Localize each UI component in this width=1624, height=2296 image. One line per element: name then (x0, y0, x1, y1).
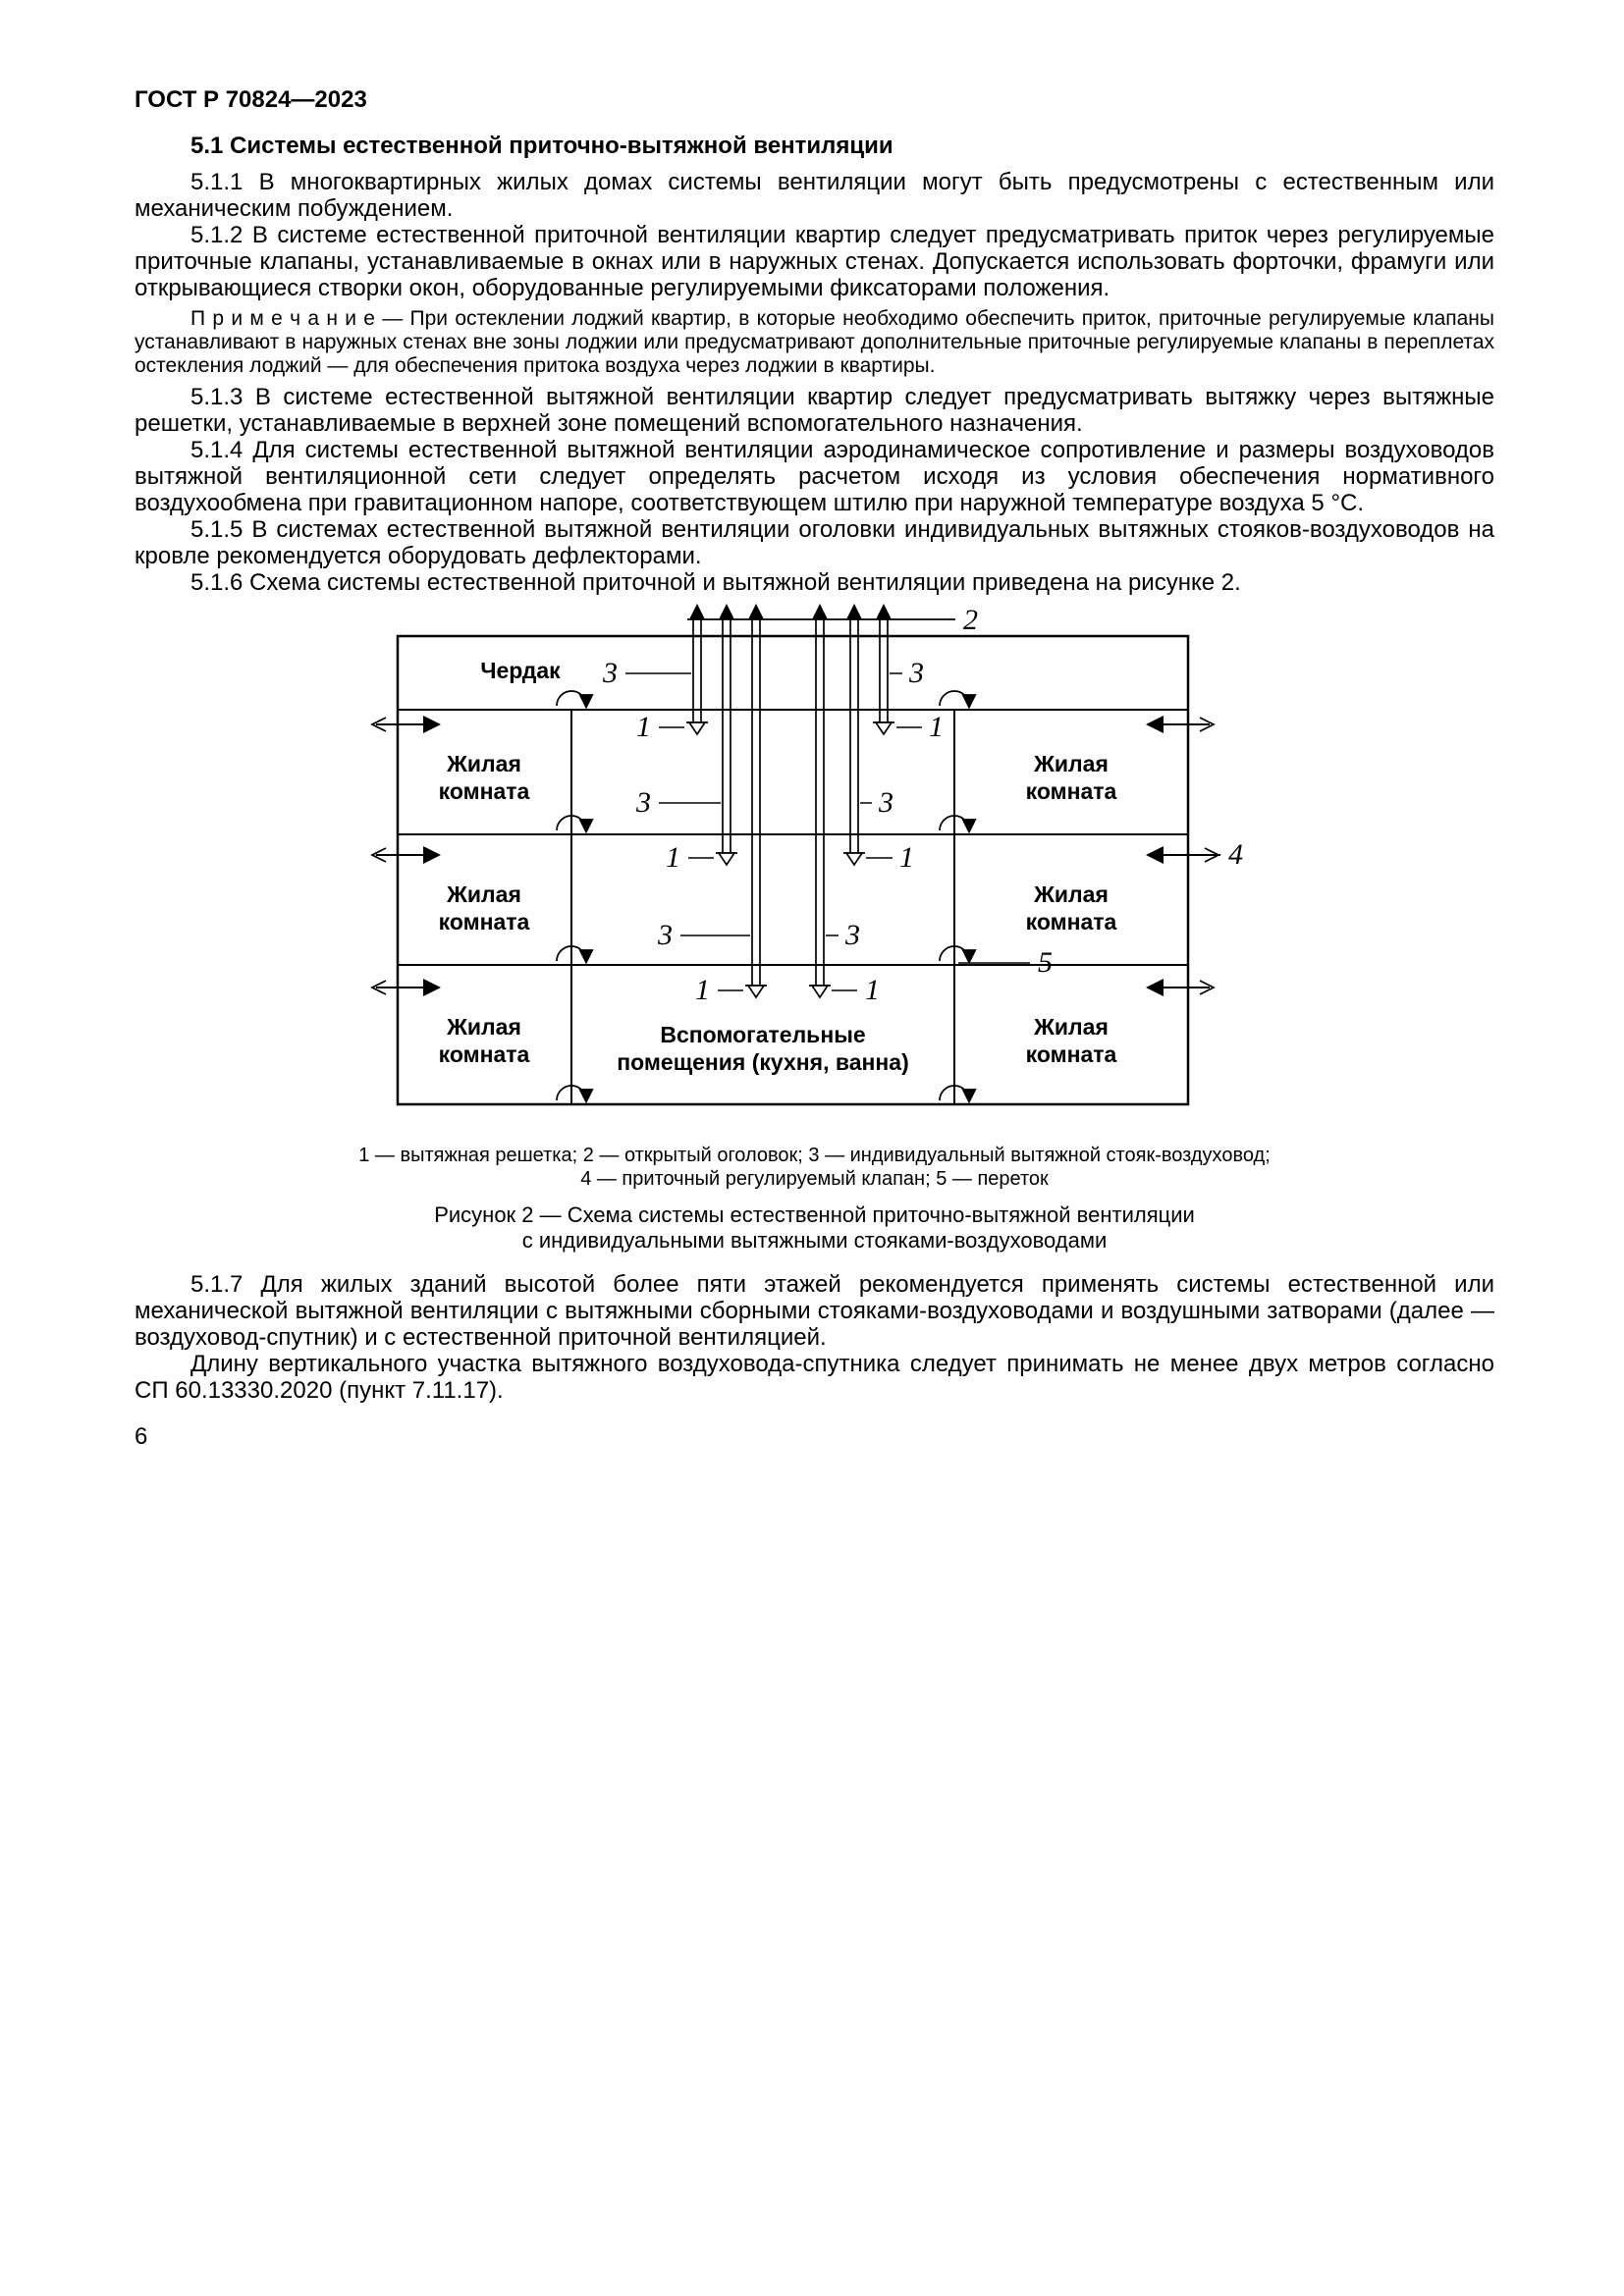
callout-3: 3 (635, 786, 651, 819)
callout-1: 1 (899, 841, 914, 874)
paragraph-5-1-4: 5.1.4 Для системы естественной вытяжной … (135, 437, 1494, 516)
paragraph-5-1-6: 5.1.6 Схема системы естественной приточн… (190, 569, 1241, 596)
callout-leader-lines (624, 672, 1030, 991)
room-label-aux: Вспомогательные (660, 1022, 865, 1047)
callout-1: 1 (695, 974, 710, 1006)
room-label-living: комната (1025, 778, 1116, 804)
section-title: 5.1 Системы естественной приточно-вытяжн… (190, 133, 893, 159)
exhaust-grille-icons (685, 721, 894, 999)
exhaust-duct-stacks (691, 619, 889, 986)
room-label-attic: Чердак (480, 658, 561, 683)
supply-valve-arrows (369, 716, 1220, 996)
building-outline (396, 634, 1189, 1106)
room-label-living: комната (1025, 909, 1116, 934)
figure-legend: 1 — вытяжная решетка; 2 — открытый оголо… (135, 1144, 1494, 1191)
document-code-header: ГОСТ Р 70824—2023 (135, 86, 367, 113)
callout-1: 1 (929, 711, 944, 743)
callout-3: 3 (602, 657, 618, 689)
figure-caption: Рисунок 2 — Схема системы естественной п… (135, 1202, 1494, 1254)
room-label-living: комната (1025, 1041, 1116, 1067)
callout-1: 1 (666, 841, 680, 874)
room-label-aux: помещения (кухня, ванна) (617, 1049, 908, 1075)
figure-caption-line1: Рисунок 2 — Схема системы естественной п… (434, 1202, 1195, 1227)
callout-3: 3 (878, 786, 893, 819)
paragraph-duct-length: Длину вертикального участка вытяжного во… (135, 1351, 1494, 1404)
callout-3: 3 (908, 657, 924, 689)
room-label-living: Жилая (1033, 881, 1109, 907)
callout-2: 2 (963, 604, 978, 636)
page-content: ГОСТ Р 70824—2023 5.1 Системы естественн… (135, 86, 1494, 1451)
callout-1: 1 (865, 974, 880, 1006)
room-label-living: Жилая (446, 881, 521, 907)
callout-5: 5 (1038, 946, 1053, 979)
figure-2: 2 3 3 1 1 3 3 1 1 4 3 3 5 1 1 Чердак Жил… (135, 602, 1494, 1254)
room-label-living: Жилая (1033, 751, 1109, 776)
room-label-living: комната (438, 1041, 529, 1067)
room-label-living: Жилая (1033, 1014, 1109, 1040)
callout-3: 3 (844, 919, 860, 951)
ventilation-scheme-diagram: 2 3 3 1 1 3 3 1 1 4 3 3 5 1 1 Чердак Жил… (369, 604, 1243, 1106)
roof-open-head-arrows (686, 604, 955, 620)
paragraph-5-1-5: 5.1.5 В системах естественной вытяжной в… (135, 516, 1494, 569)
paragraph-5-1-1: 5.1.1 В многоквартирных жилых домах сист… (135, 169, 1494, 222)
callout-4: 4 (1228, 838, 1243, 871)
overflow-flow-arcs (555, 690, 977, 1104)
figure-caption-line2: с индивидуальными вытяжными стояками-воз… (521, 1228, 1108, 1253)
note-paragraph: П р и м е ч а н и е — При остеклении лод… (135, 307, 1494, 377)
room-label-living: Жилая (446, 751, 521, 776)
paragraph-5-1-7: 5.1.7 Для жилых зданий высотой более пят… (135, 1271, 1494, 1351)
paragraph-5-1-2: 5.1.2 В системе естественной приточной в… (135, 222, 1494, 301)
room-label-living: комната (438, 778, 529, 804)
figure-legend-line2: 4 — приточный регулируемый клапан; 5 — п… (580, 1168, 1049, 1190)
room-label-living: Жилая (446, 1014, 521, 1040)
figure-legend-line1: 1 — вытяжная решетка; 2 — открытый оголо… (358, 1145, 1271, 1166)
paragraph-5-1-3: 5.1.3 В системе естественной вытяжной ве… (135, 384, 1494, 437)
page-number: 6 (135, 1423, 148, 1450)
callout-1: 1 (636, 711, 651, 743)
room-label-living: комната (438, 909, 529, 934)
callout-3: 3 (657, 919, 673, 951)
